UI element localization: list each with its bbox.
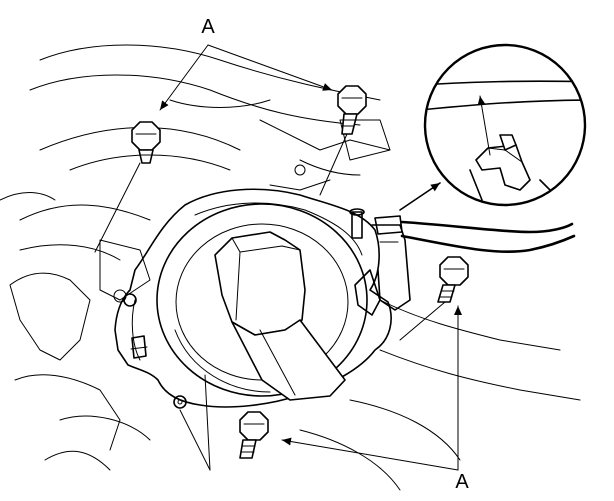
bracket-studs	[123, 208, 365, 409]
clip-bracket	[354, 215, 411, 316]
bolt-upper-left	[131, 121, 161, 164]
detail-pointer-arrow	[399, 182, 441, 211]
callout-label-top: A	[201, 16, 215, 38]
hose	[400, 220, 576, 253]
bolt-right	[437, 256, 469, 303]
bolt-upper-center	[337, 85, 367, 135]
callout-label-bottom: A	[455, 471, 469, 493]
center-arm	[214, 231, 346, 401]
detail-inset	[423, 43, 587, 207]
callout-leaders	[94, 44, 462, 471]
bolt-bottom	[239, 411, 269, 459]
